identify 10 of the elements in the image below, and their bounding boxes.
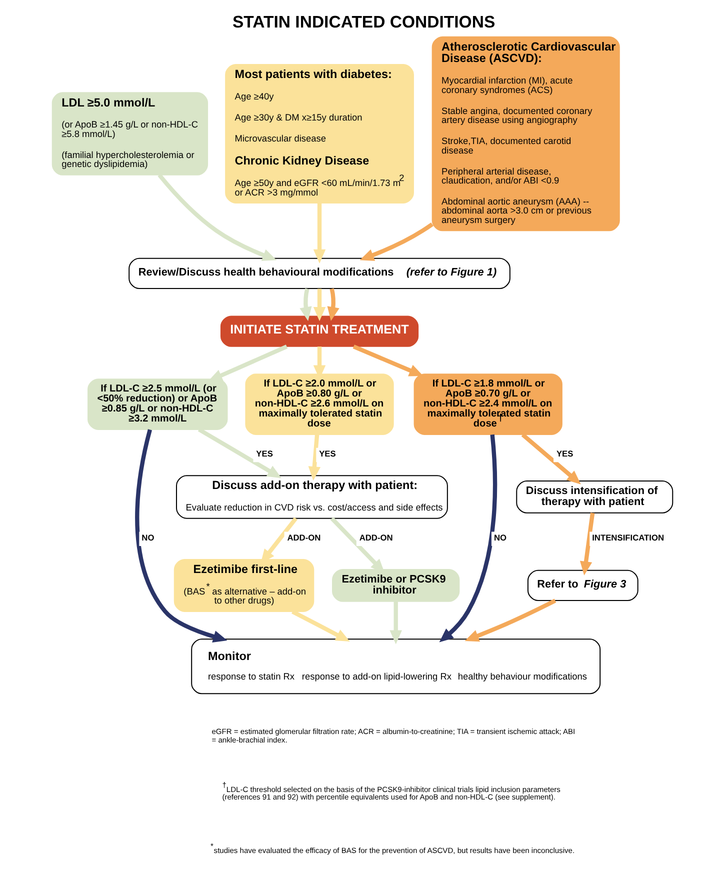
edge-label: ADD-ON (359, 532, 393, 543)
edge-label: YES (556, 448, 574, 459)
edge-label: YES (256, 448, 273, 459)
edge-label: NO (142, 532, 154, 543)
edge-label: INTENSIFICATION (592, 532, 664, 543)
diagram-title: STATIN INDICATED CONDITIONS (232, 12, 496, 32)
edge-label: ADD-ON (287, 532, 321, 543)
edge-label: YES (319, 448, 336, 459)
label: eGFR = estimated glomerular filtration rate; ACR = albumin-to-creatinine; TIA = transient ischemic attack; ABI = ankle-brachial index. (212, 727, 576, 744)
edge-label: NO (494, 532, 507, 543)
